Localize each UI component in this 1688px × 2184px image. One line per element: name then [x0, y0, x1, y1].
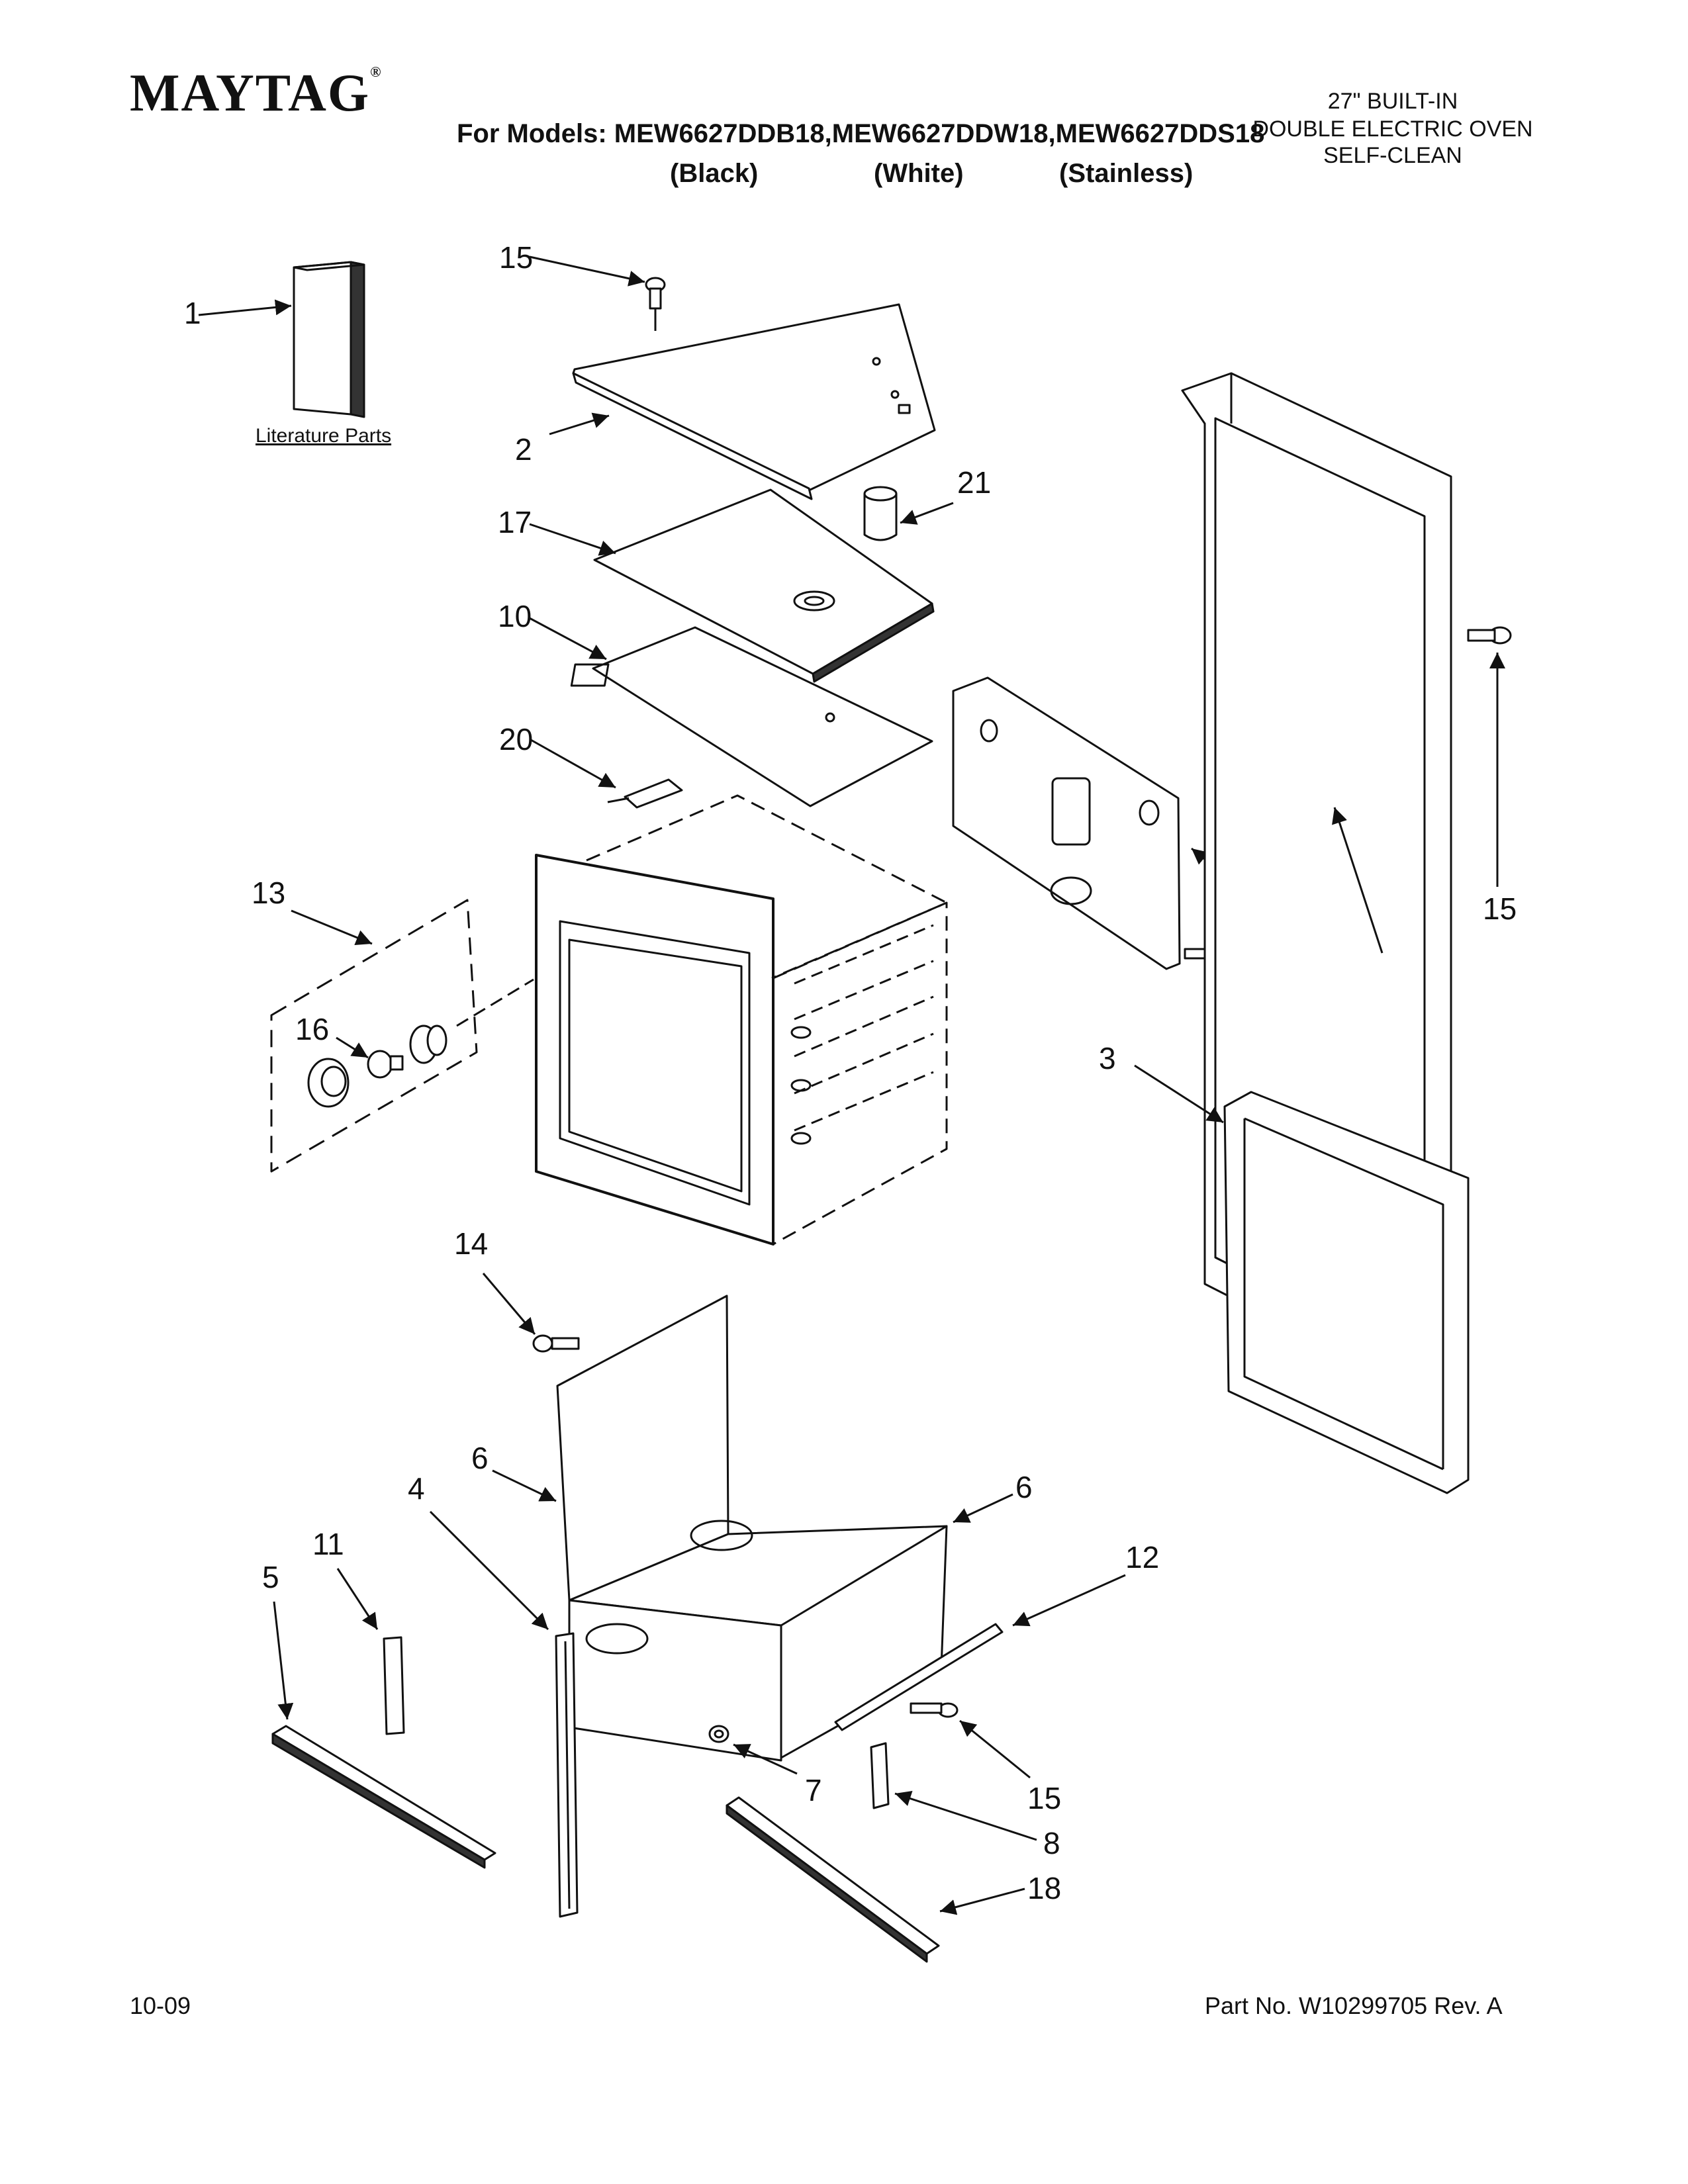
- callout-14: 14: [454, 1226, 489, 1261]
- light-lens-part: [307, 1058, 350, 1108]
- footer-part-number: Part No. W10299705 Rev. A: [1205, 1992, 1503, 2019]
- callout-15-screw-top: 15: [499, 240, 534, 275]
- callout-8: 8: [1043, 1826, 1060, 1860]
- side-panel-part: [1223, 1091, 1470, 1494]
- screw-top-part: [645, 277, 666, 331]
- callout-15-screw-bottom: 15: [1027, 1781, 1062, 1815]
- callout-17: 17: [498, 505, 532, 539]
- product-type-line-1: 27" BUILT-IN: [1327, 89, 1458, 114]
- hinge-receiver-part: [870, 1742, 890, 1809]
- callout-12: 12: [1125, 1540, 1160, 1574]
- insulation-pad-part: [570, 626, 933, 807]
- models-line: For Models: MEW6627DDB18,MEW6627DDW18,ME…: [457, 119, 1265, 148]
- bottom-rail-left-part: [271, 1725, 496, 1869]
- callout-21: 21: [957, 465, 992, 500]
- brand-name: MAYTAG: [130, 64, 371, 122]
- callout-16: 16: [295, 1012, 330, 1046]
- callout-2: 2: [515, 432, 532, 467]
- grommet-part: [708, 1725, 729, 1743]
- vent-tube-part: [863, 486, 898, 541]
- light-bulb-part: [367, 1050, 404, 1079]
- callout-3: 3: [1099, 1041, 1116, 1075]
- callout-10: 10: [498, 599, 532, 633]
- color-stainless: (Stainless): [1059, 159, 1194, 188]
- screw-right-part: [1467, 626, 1512, 645]
- literature-booklet-part: [293, 261, 365, 418]
- callout-20: 20: [499, 722, 534, 756]
- screw-bottom-part: [910, 1702, 959, 1718]
- screw-left-part: [532, 1334, 580, 1353]
- light-socket-part: [409, 1024, 447, 1064]
- footer-date: 10-09: [130, 1992, 191, 2019]
- callout-6-right: 6: [1015, 1470, 1033, 1504]
- rear-panel-part: [952, 676, 1181, 970]
- callout-1: 1: [184, 296, 201, 330]
- insulation-cover-part: [593, 488, 935, 683]
- color-black: (Black): [670, 159, 759, 188]
- brand-logo: MAYTAG®: [130, 64, 383, 124]
- callout-6-left: 6: [471, 1441, 489, 1475]
- literature-parts-label: Literature Parts: [256, 425, 392, 447]
- product-type-line-3: SELF-CLEAN: [1323, 143, 1462, 168]
- trademark-mark: ®: [370, 64, 383, 80]
- callout-15-screw-right: 15: [1483, 891, 1517, 926]
- callout-11: 11: [312, 1527, 344, 1561]
- cavity-base-part: [556, 1295, 948, 1762]
- top-panel-part: [572, 303, 936, 500]
- sensor-part: [607, 778, 683, 809]
- color-white: (White): [874, 159, 964, 188]
- light-assembly-group: [270, 899, 478, 1173]
- callout-7: 7: [805, 1773, 822, 1807]
- product-type-line-2: DOUBLE ELECTRIC OVEN: [1252, 116, 1533, 142]
- callout-18: 18: [1027, 1871, 1062, 1905]
- strap-part: [383, 1636, 405, 1735]
- oven-cavity-part: [535, 794, 948, 1246]
- callout-4: 4: [408, 1471, 425, 1506]
- vertical-rail-part: [555, 1632, 579, 1918]
- callout-13: 13: [252, 876, 286, 910]
- callout-5: 5: [262, 1560, 279, 1594]
- front-rail-part: [834, 1623, 1004, 1731]
- bottom-rail-right-part: [726, 1796, 940, 1963]
